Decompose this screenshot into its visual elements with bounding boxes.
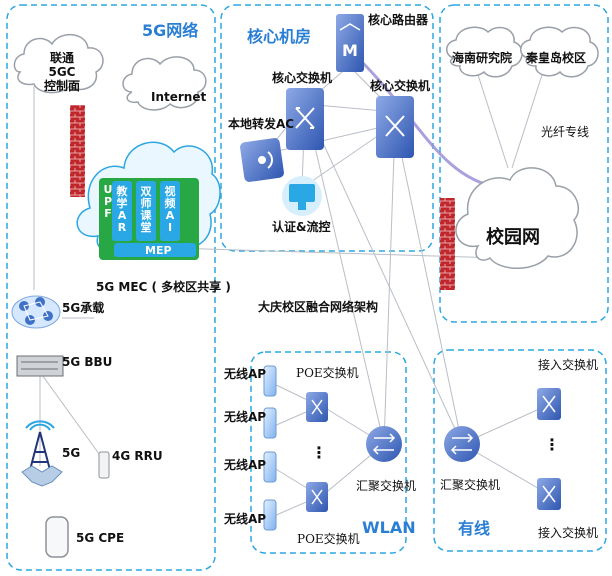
qinhuangdao-label: 秦皇岛校区 <box>526 51 587 65</box>
unicom-5gc-cloud <box>13 34 104 94</box>
firewall-campus <box>440 198 455 290</box>
mec-caption: 5G MEC ( 多校区共享 ) <box>96 280 231 294</box>
rru-4g-device <box>98 451 110 479</box>
core-router-icon: M <box>336 14 364 72</box>
firewall-5gc <box>70 105 85 197</box>
local-ac-icon <box>240 138 284 182</box>
bearer-5g-icon <box>11 295 61 329</box>
zone-wired <box>433 349 607 552</box>
zone-5g-network <box>6 4 216 571</box>
core-switch-2-label: 核心交换机 <box>370 79 431 93</box>
campus-net-label: 校园网 <box>486 227 540 248</box>
poe-switch-bottom-label: POE交换机 <box>297 532 360 546</box>
internet-label: Internet <box>151 90 207 104</box>
access-switch-top-icon <box>537 388 561 420</box>
ap-label-3: 无线AP <box>224 458 267 472</box>
internet-cloud <box>122 56 207 111</box>
rru-4g-label: 4G RRU <box>112 449 163 463</box>
core-router-label: 核心路由器 <box>368 13 429 27</box>
poe-switch-bottom-icon <box>306 482 328 512</box>
zone-core-room <box>220 4 434 252</box>
ap-label-4: 无线AP <box>224 512 267 526</box>
dual-class-label: 双师课堂 <box>140 185 152 234</box>
tower-5g-label: 5G <box>62 446 81 460</box>
mec-cloud <box>76 141 221 260</box>
fiber-label: 光纤专线 <box>541 125 590 139</box>
bbu-5g-label: 5G BBU <box>62 355 113 369</box>
video-ai-label: 视频AI <box>164 185 176 234</box>
zone-title-wired: 有线 <box>458 519 491 538</box>
edu-ar-label: 教学AR <box>116 185 128 234</box>
dots-access: ⋮ <box>544 435 560 454</box>
unicom-5gc-label: 联通5GC 控制面 <box>43 51 80 93</box>
ap-devices <box>263 365 277 531</box>
agg-switch-wlan-label: 汇聚交换机 <box>356 479 417 493</box>
access-switch-bottom-icon <box>537 478 561 510</box>
agg-switch-wired-icon <box>444 426 480 462</box>
zone-wlan <box>250 351 407 554</box>
auth-icon <box>282 176 322 216</box>
cpe-5g-device <box>45 516 69 558</box>
campus-net-cloud <box>455 167 579 269</box>
local-ac-label: 本地转发AC <box>228 117 295 131</box>
agg-switch-wlan-icon <box>366 426 402 462</box>
access-switch-bottom-label: 接入交换机 <box>538 526 599 540</box>
ap-label-2: 无线AP <box>224 410 267 424</box>
core-switch-2-icon <box>376 96 414 158</box>
agg-switch-wired-label: 汇聚交换机 <box>440 478 501 492</box>
dots-poe: ⋮ <box>311 443 327 462</box>
mep-label: MEP <box>145 244 172 257</box>
zone-title-core-room: 核心机房 <box>247 27 312 46</box>
bbu-5g-device <box>16 355 64 377</box>
poe-switch-top-label: POE交换机 <box>296 366 359 380</box>
auth-label: 认证&流控 <box>272 220 331 234</box>
ap-label-1: 无线AP <box>224 367 267 381</box>
hainan-label: 海南研究院 <box>452 51 513 65</box>
poe-switch-top-icon <box>306 392 328 422</box>
bearer-5g-label: 5G承载 <box>62 301 105 315</box>
core-switch-1-icon <box>286 88 324 150</box>
qinhuangdao-cloud <box>520 26 599 78</box>
access-switch-top-label: 接入交换机 <box>538 358 599 372</box>
zone-title-5g-network: 5G网络 <box>142 21 199 40</box>
zone-campus <box>439 4 609 323</box>
zone-title-wlan: WLAN <box>362 518 416 537</box>
upf-label: UPF <box>103 183 113 220</box>
svg-text:M: M <box>342 41 358 60</box>
tower-5g-icon <box>21 420 63 487</box>
core-switch-1-label: 核心交换机 <box>272 71 333 85</box>
architecture-title: 大庆校区融合网络架构 <box>258 300 379 314</box>
fiber-link <box>358 58 501 190</box>
cpe-5g-label: 5G CPE <box>76 531 125 545</box>
